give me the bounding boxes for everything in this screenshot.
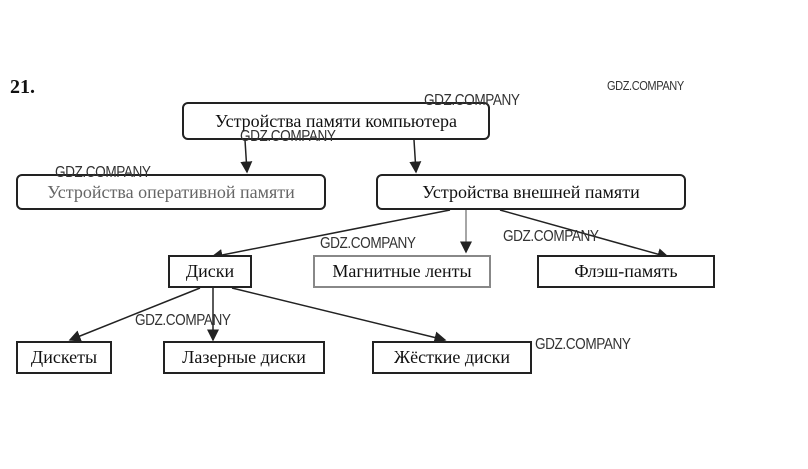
- watermark: GDZ.COMPANY: [503, 228, 599, 245]
- watermark: GDZ.COMPANY: [55, 164, 151, 181]
- watermark: GDZ.COMPANY: [535, 336, 631, 353]
- node-laser: Лазерные диски: [163, 341, 325, 374]
- arrow-disks-floppy: [68, 287, 201, 342]
- arrow-external-flash: [499, 209, 670, 260]
- task-number: 21.: [10, 76, 35, 98]
- node-tapes: Магнитные ленты: [313, 255, 491, 288]
- node-root: Устройства памяти компьютера: [182, 102, 490, 140]
- node-hard: Жёсткие диски: [372, 341, 532, 374]
- watermark: GDZ.COMPANY: [135, 312, 231, 329]
- watermark: GDZ.COMPANY: [240, 128, 336, 145]
- arrow-external-disks: [210, 209, 451, 261]
- node-ram: Устройства оперативной памяти: [16, 174, 326, 210]
- arrow-root-external: [409, 139, 422, 174]
- watermark: GDZ.COMPANY: [424, 92, 520, 109]
- watermark: GDZ.COMPANY: [320, 235, 416, 252]
- node-flash: Флэш-память: [537, 255, 715, 288]
- node-external: Устройства внешней памяти: [376, 174, 686, 210]
- arrow-disks-hard: [231, 287, 447, 344]
- node-floppy: Дискеты: [16, 341, 112, 374]
- watermark: GDZ.COMPANY: [607, 78, 684, 93]
- node-disks: Диски: [168, 255, 252, 288]
- arrow-root-ram: [240, 139, 253, 174]
